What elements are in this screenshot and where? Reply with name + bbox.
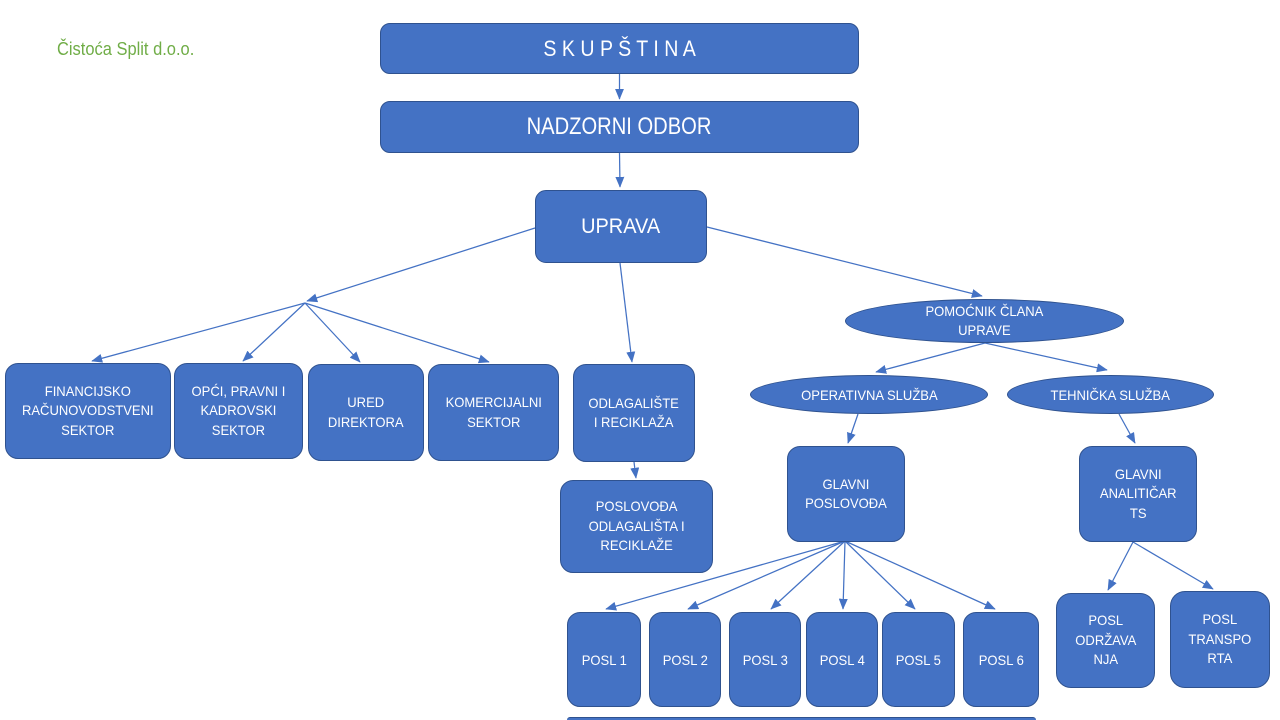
- node-tehnicka-sluzba: TEHNIČKA SLUŽBA: [1007, 375, 1214, 414]
- node-glavni-analiticar-ts: GLAVNI ANALITIČAR TS: [1079, 446, 1197, 542]
- connector-tehnicka-glavni-analiticar: [1118, 413, 1136, 444]
- node-financijsko-sektor: FINANCIJSKO RAČUNOVODSTVENI SEKTOR: [5, 363, 171, 459]
- node-odlagaliste: ODLAGALIŠTE I RECIKLAŽA: [573, 364, 695, 462]
- node-nadzorni-odbor: NADZORNI ODBOR: [380, 101, 859, 153]
- node-posl-1: POSL 1: [567, 612, 641, 707]
- node-financijsko-sektor-label: FINANCIJSKO RAČUNOVODSTVENI SEKTOR: [22, 382, 154, 438]
- connector-poslovodja-posl1: [605, 540, 846, 611]
- node-posl-odrzavanja-label: POSL ODRŽAVA NJA: [1074, 612, 1137, 668]
- node-posl-transporta-label: POSL TRANSPO RTA: [1188, 611, 1252, 667]
- cut-off-shape-bottom: [567, 717, 1036, 720]
- connector-poslovodja-posl6: [844, 540, 996, 610]
- node-pomocnik-clana-uprave: POMOĆNIK ČLANA UPRAVE: [845, 299, 1124, 343]
- connector-uprava-odlagaliste: [619, 262, 636, 363]
- connector-uprava-pomocnik: [706, 226, 983, 298]
- connector-pomocnik-operativna: [875, 342, 986, 374]
- node-pomocnik-clana-uprave-label: POMOĆNIK ČLANA UPRAVE: [925, 302, 1044, 339]
- node-glavni-analiticar-ts-label: GLAVNI ANALITIČAR TS: [1099, 465, 1177, 521]
- node-opci-sektor: OPĆI, PRAVNI I KADROVSKI SEKTOR: [174, 363, 303, 459]
- node-posl-6: POSL 6: [963, 612, 1039, 707]
- company-title: Čistoća Split d.o.o.: [57, 38, 195, 59]
- connector-fan-financijsko: [91, 302, 306, 363]
- node-komercijalni-sektor-label: KOMERCIJALNI SEKTOR: [445, 394, 542, 430]
- node-ured-direktora-label: URED DIREKTORA: [328, 394, 404, 430]
- node-uprava: UPRAVA: [535, 190, 707, 263]
- node-opci-sektor-label: OPĆI, PRAVNI I KADROVSKI SEKTOR: [191, 382, 286, 438]
- node-posl-5-label: POSL 5: [895, 651, 942, 668]
- node-operativna-sluzba: OPERATIVNA SLUŽBA: [750, 375, 988, 414]
- connector-poslovodja-posl3: [770, 540, 846, 610]
- connector-pomocnik-tehnicka: [984, 342, 1108, 373]
- connector-fan-komercijalni: [304, 302, 490, 364]
- node-skupstina-label: S K U P Š T I N A: [543, 35, 696, 61]
- node-posl-4: POSL 4: [806, 612, 878, 707]
- connector-fan-opci: [242, 302, 306, 362]
- node-skupstina: S K U P Š T I N A: [380, 23, 859, 74]
- node-odlagaliste-label: ODLAGALIŠTE I RECIKLAŽA: [588, 394, 680, 431]
- connector-uprava-fanpoint: [306, 227, 536, 303]
- node-poslovodja-odlagalista: POSLOVOĐA ODLAGALIŠTA I RECIKLAŽE: [560, 480, 713, 573]
- node-posl-2: POSL 2: [649, 612, 721, 707]
- connector-odlagaliste-poslovodja: [630, 461, 640, 479]
- connector-analiticar-odrzavanja: [1107, 541, 1134, 591]
- connector-analiticar-transporta: [1132, 541, 1214, 590]
- node-posl-3-label: POSL 3: [742, 651, 788, 668]
- node-posl-4-label: POSL 4: [819, 651, 865, 668]
- node-glavni-poslovodja-label: GLAVNI POSLOVOĐA: [805, 475, 887, 512]
- connector-poslovodja-posl5: [844, 540, 916, 610]
- connector-operativna-glavni-poslovodja: [847, 413, 859, 444]
- node-operativna-sluzba-label: OPERATIVNA SLUŽBA: [800, 386, 938, 403]
- node-uprava-label: UPRAVA: [581, 214, 661, 238]
- connector-nadzorni-uprava: [615, 152, 625, 188]
- node-posl-2-label: POSL 2: [662, 651, 708, 668]
- node-posl-1-label: POSL 1: [581, 651, 627, 668]
- connector-fan-ured: [304, 302, 361, 363]
- node-posl-5: POSL 5: [882, 612, 955, 707]
- node-ured-direktora: URED DIREKTORA: [308, 364, 424, 461]
- node-posl-odrzavanja: POSL ODRŽAVA NJA: [1056, 593, 1155, 688]
- connector-poslovodja-posl4: [838, 540, 848, 610]
- connector-poslovodja-posl2: [687, 540, 846, 610]
- node-nadzorni-odbor-label: NADZORNI ODBOR: [527, 113, 712, 140]
- node-posl-transporta: POSL TRANSPO RTA: [1170, 591, 1270, 688]
- node-tehnicka-sluzba-label: TEHNIČKA SLUŽBA: [1050, 386, 1171, 403]
- node-posl-3: POSL 3: [729, 612, 801, 707]
- node-komercijalni-sektor: KOMERCIJALNI SEKTOR: [428, 364, 559, 461]
- node-glavni-poslovodja: GLAVNI POSLOVOĐA: [787, 446, 905, 542]
- node-poslovodja-odlagalista-label: POSLOVOĐA ODLAGALIŠTA I RECIKLAŽE: [588, 498, 685, 554]
- node-posl-6-label: POSL 6: [978, 651, 1024, 668]
